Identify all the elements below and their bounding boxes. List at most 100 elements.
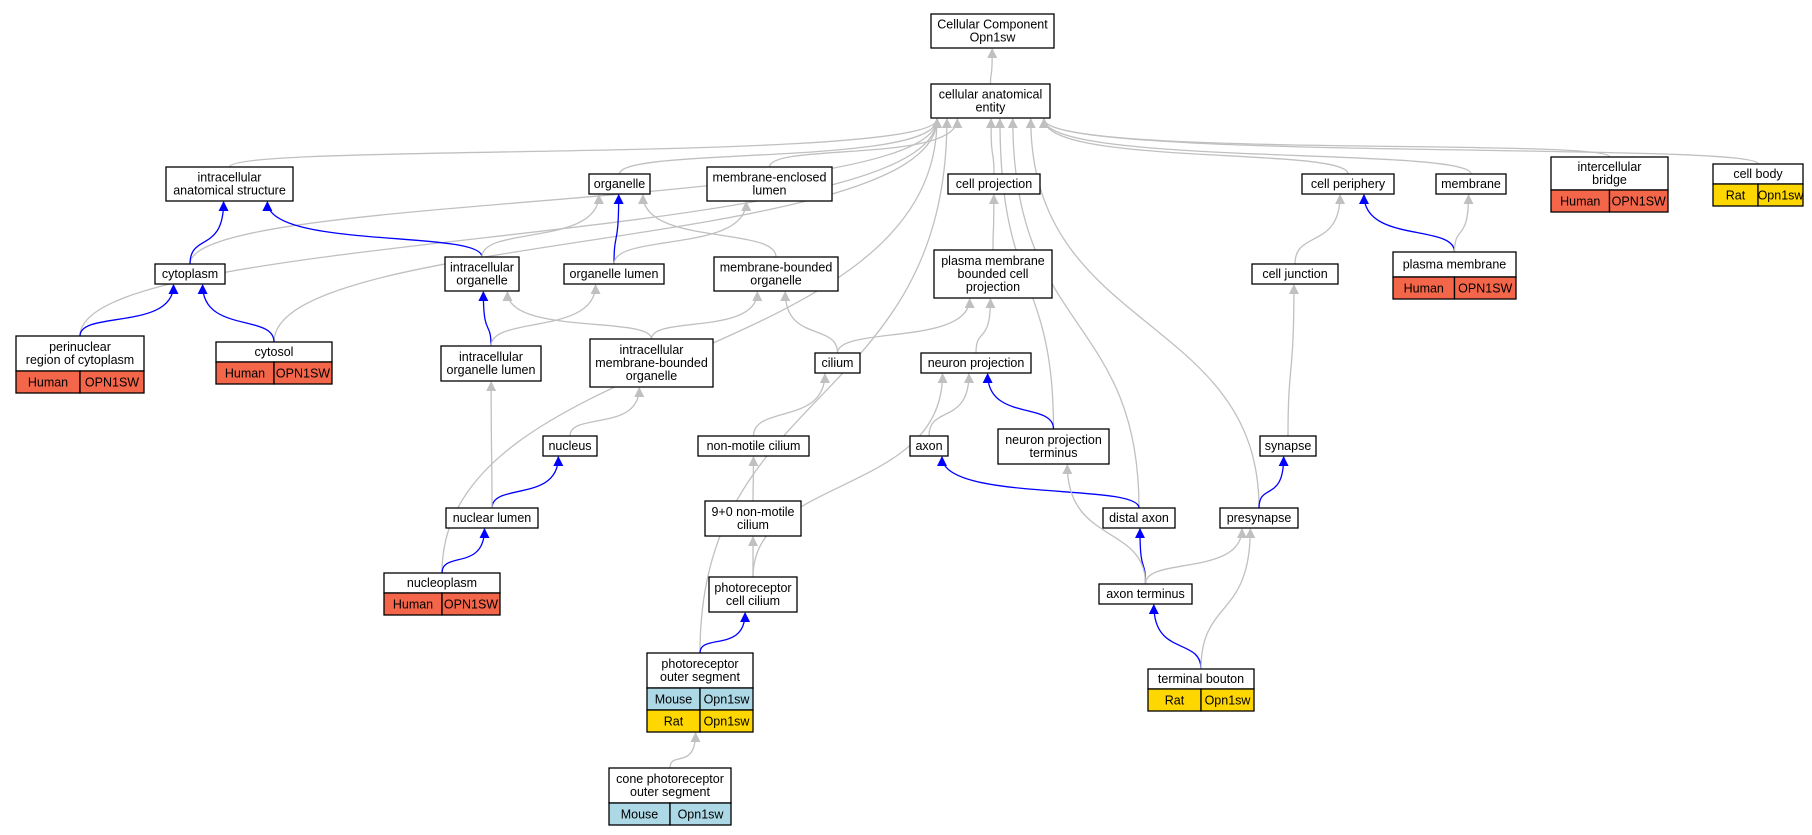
- node-organelle[interactable]: organelle: [588, 173, 651, 195]
- edge-presyn-to-cae: [1025, 118, 1260, 509]
- node-box: [930, 83, 1051, 119]
- edge-nuclumen-to-nucleus: [491, 456, 564, 509]
- edge-nucleoplasm-to-nuclumen: [441, 528, 490, 574]
- node-label-line: organelle lumen: [447, 363, 536, 377]
- edge-distaxon-to-cae: [1007, 118, 1140, 509]
- node-synapse[interactable]: synapse: [1259, 435, 1317, 457]
- node-presyn[interactable]: presynapse: [1219, 507, 1299, 529]
- node-orglumen[interactable]: organelle lumen: [563, 263, 665, 285]
- node-box: [1259, 435, 1317, 457]
- node-label-line: outer segment: [630, 785, 710, 799]
- edge-plasmamem-to-cellperiph: [1358, 194, 1456, 253]
- edge-cae-to-cc_root: [987, 48, 998, 85]
- node-box: [704, 500, 802, 537]
- node-cilium[interactable]: cilium: [814, 352, 861, 374]
- node-label-line: cell junction: [1262, 267, 1327, 281]
- node-label-line: nuclear lumen: [453, 511, 532, 525]
- node-label-line: nucleus: [548, 439, 591, 453]
- node-label-line: organelle: [594, 177, 645, 191]
- node-box: [706, 166, 833, 202]
- node-box: [1301, 173, 1395, 195]
- edge-neuronproj-to-pmbcp: [975, 298, 996, 354]
- node-label-line: cytosol: [255, 345, 294, 359]
- node-axonterm[interactable]: axon terminus: [1098, 583, 1193, 605]
- edge-cilium-to-pmbcp: [836, 298, 975, 354]
- node-box: [15, 335, 145, 372]
- node-box: [1550, 156, 1669, 191]
- edge-cellproj-to-cae: [986, 118, 997, 175]
- node-label-line: entity: [976, 101, 1007, 115]
- node-label-line: intracellular: [450, 261, 514, 275]
- node-box: [708, 576, 798, 613]
- node-label-line: region of cytoplasm: [26, 353, 134, 367]
- edge-pros-to-prcc: [699, 612, 751, 654]
- node-label-line: lumen: [752, 184, 786, 198]
- node-box: [713, 256, 839, 292]
- node-celljunc[interactable]: cell junction: [1251, 263, 1339, 285]
- node-nmcilium[interactable]: non-motile cilium: [697, 435, 810, 457]
- node-distaxon[interactable]: distal axon: [1102, 507, 1176, 529]
- node-label-line: synapse: [1265, 439, 1312, 453]
- edge-orglumen-to-organelle: [613, 194, 624, 265]
- edges-layer: [79, 48, 1759, 769]
- node-label-line: outer segment: [660, 670, 740, 684]
- node-axon[interactable]: axon: [909, 435, 949, 457]
- node-membrane[interactable]: membrane: [1435, 173, 1507, 195]
- node-label-line: cilium: [737, 518, 769, 532]
- node-label-line: anatomical structure: [173, 184, 286, 198]
- node-label-line: nucleoplasm: [407, 576, 477, 590]
- node-box: [440, 345, 542, 382]
- node-cellproj[interactable]: cell projection: [947, 173, 1041, 195]
- edge-cellbody-to-cae: [1039, 118, 1759, 165]
- node-label-line: cytoplasm: [162, 267, 218, 281]
- edge-axonterm-to-npt: [1062, 464, 1147, 585]
- edge-prcc-to-neuronproj: [752, 373, 948, 578]
- node-nucleus[interactable]: nucleus: [542, 435, 598, 457]
- edge-termbouton-to-presyn: [1200, 528, 1256, 670]
- node-nuclumen[interactable]: nuclear lumen: [445, 507, 539, 529]
- node-neuronproj[interactable]: neuron projection: [920, 352, 1032, 374]
- gene-cell: [699, 709, 754, 733]
- edge-icorg-to-ias: [262, 201, 483, 258]
- edge-npt-to-neuronproj: [982, 373, 1055, 430]
- node-label-line: axon: [915, 439, 942, 453]
- node-label-line: terminal bouton: [1158, 672, 1244, 686]
- gene-label: OPN1SW: [1612, 195, 1666, 209]
- gene-cell: [273, 361, 333, 385]
- node-box: [1219, 507, 1299, 529]
- gene-label: OPN1SW: [444, 598, 498, 612]
- gene-label: Opn1sw: [1205, 694, 1252, 708]
- edge-ias-to-cae: [228, 118, 942, 168]
- node-cellperiph[interactable]: cell periphery: [1301, 173, 1395, 195]
- node-box: [646, 652, 754, 689]
- edge-nuclumen-to-icol: [486, 381, 497, 509]
- edge-imbo-to-icorg: [502, 291, 653, 340]
- species-label: Rat: [1726, 189, 1746, 203]
- node-box: [909, 435, 949, 457]
- edge-icorg-to-organelle: [481, 194, 604, 258]
- edge-distaxon-to-axon: [937, 456, 1140, 509]
- node-label-line: intracellular: [620, 343, 684, 357]
- node-cytoplasm[interactable]: cytoplasm: [154, 263, 226, 285]
